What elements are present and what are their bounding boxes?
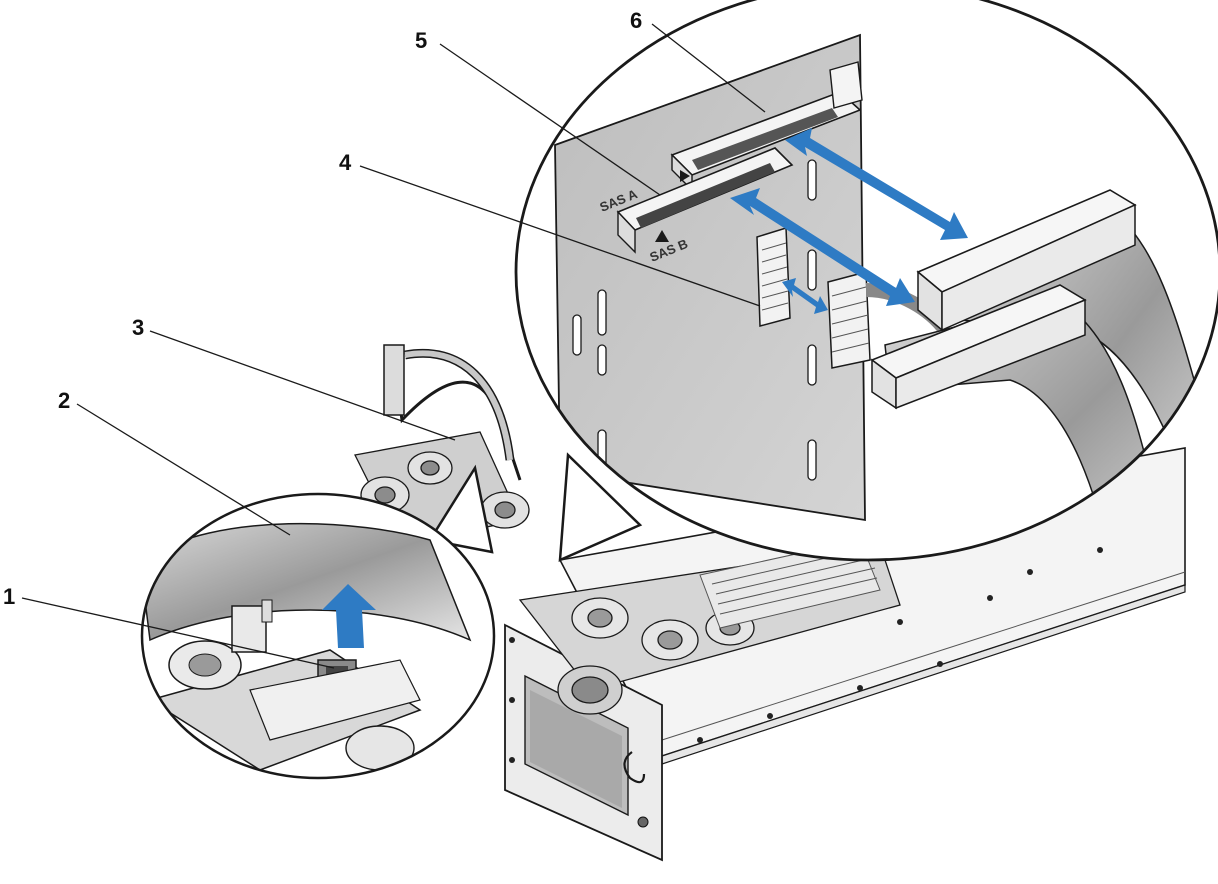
detail-zoom-small: [140, 464, 496, 780]
heatsink: [699, 539, 881, 629]
callout-2: 2: [58, 388, 71, 413]
callout-5: 5: [415, 28, 428, 53]
leader-lines: [21, 23, 766, 669]
callout-3: 3: [132, 315, 145, 340]
board-slots: [572, 159, 817, 481]
backplane-board: [554, 33, 866, 522]
arrow-sas-a-icon: [785, 128, 968, 240]
connection-arrows: [730, 128, 968, 314]
callout-4: 4: [339, 150, 352, 175]
board-power-connector: [756, 226, 791, 327]
arrow-power-icon: [782, 278, 828, 314]
arrow-sas-b-icon: [730, 188, 915, 306]
ribbon-cable-rear: [383, 344, 522, 481]
lift-arrow-icon: [322, 584, 376, 648]
callout-1: 1: [3, 584, 16, 609]
callout-6: 6: [630, 8, 643, 33]
sas-b-connector: [616, 147, 794, 254]
